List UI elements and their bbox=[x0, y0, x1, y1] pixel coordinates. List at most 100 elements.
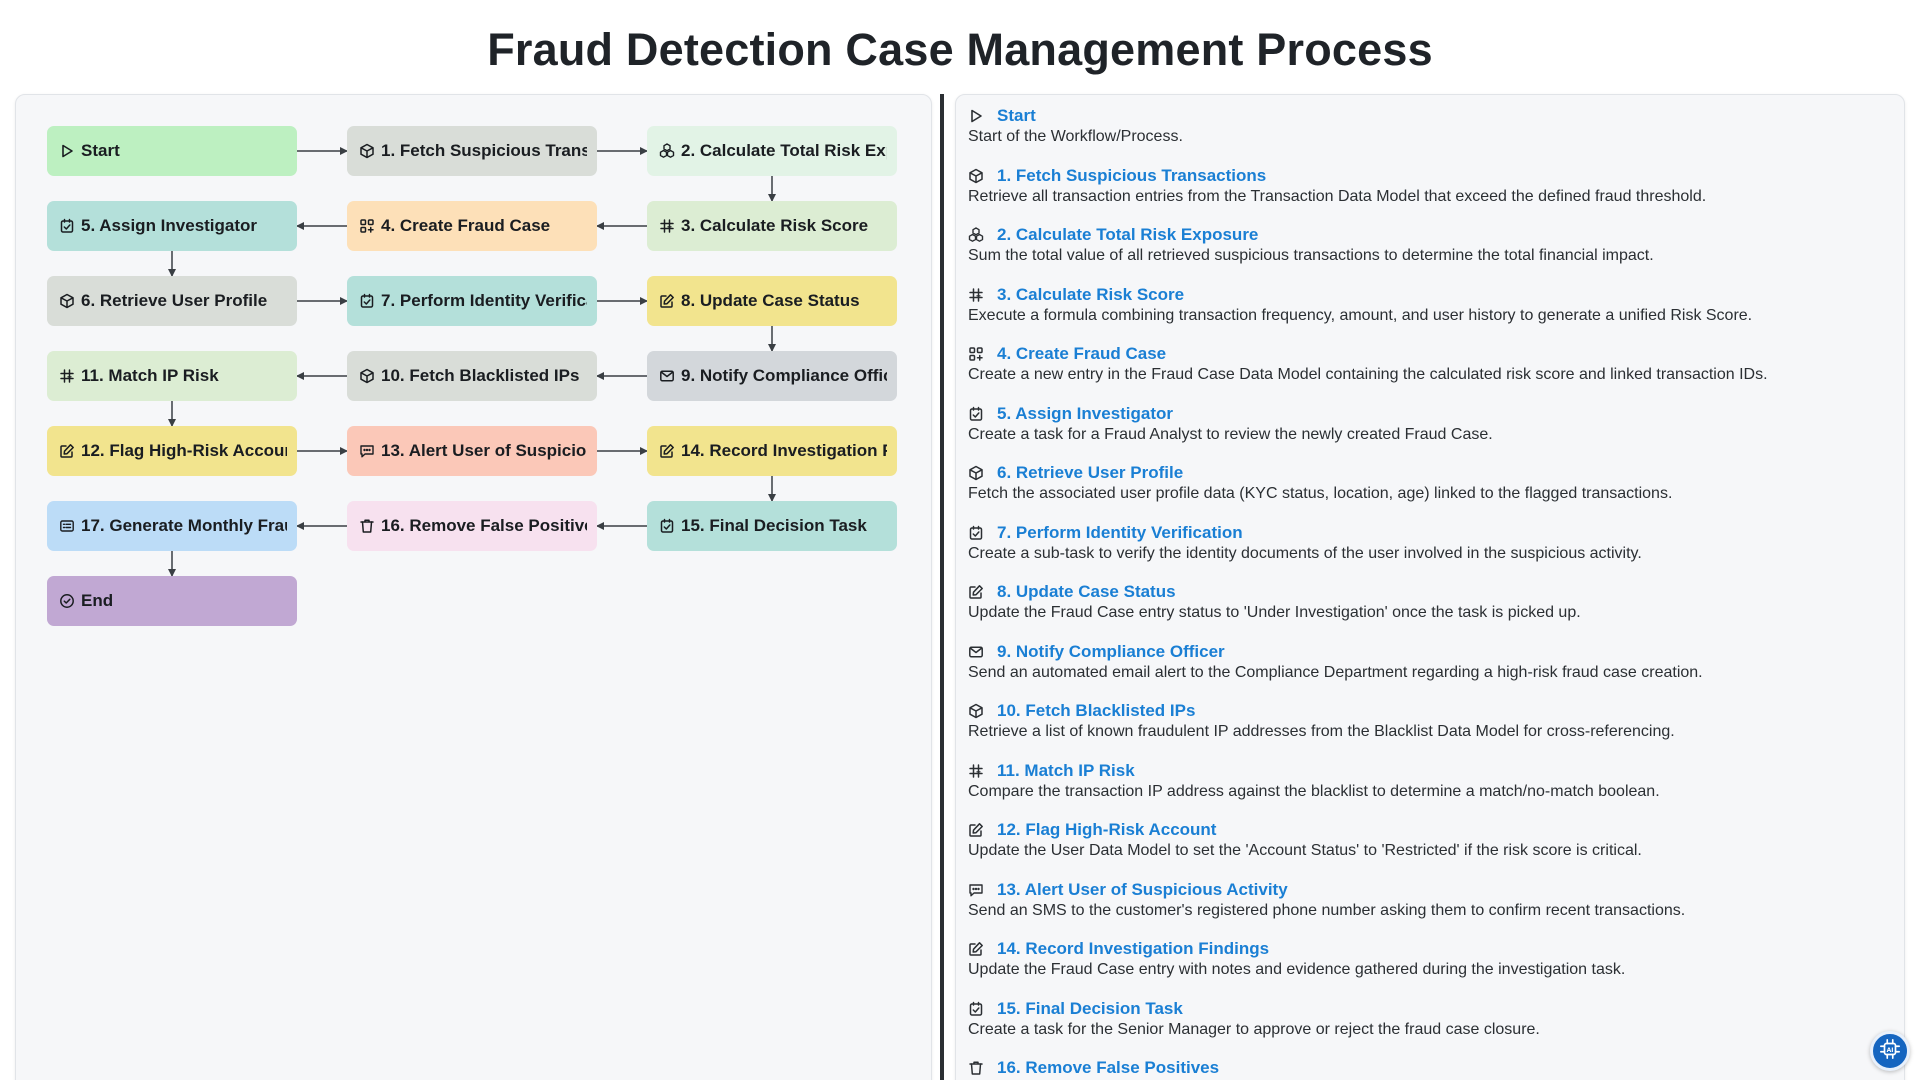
cube-icon bbox=[968, 168, 984, 184]
node-label: 11. Match IP Risk bbox=[81, 366, 219, 385]
step-title-link[interactable]: 7. Perform Identity Verification bbox=[997, 522, 1243, 542]
hash-icon bbox=[59, 368, 75, 384]
node-n4[interactable]: 4. Create Fraud Case bbox=[347, 201, 597, 251]
step-description: Send an SMS to the customer's registered… bbox=[968, 901, 1686, 919]
step-title-link[interactable]: 9. Notify Compliance Officer bbox=[997, 641, 1225, 661]
play-icon bbox=[59, 143, 75, 159]
node-n17[interactable]: 17. Generate Monthly Fraud Report bbox=[47, 501, 297, 551]
step-title-link[interactable]: 4. Create Fraud Case bbox=[997, 344, 1167, 363]
step-title-link[interactable]: 8. Update Case Status bbox=[997, 582, 1176, 601]
node-end[interactable]: End bbox=[47, 576, 297, 626]
step-title-link[interactable]: 12. Flag High-Risk Account bbox=[997, 820, 1217, 839]
step-title-link[interactable]: 16. Remove False Positives bbox=[997, 1058, 1220, 1077]
hash-icon bbox=[968, 287, 984, 303]
step-header: 7. Perform Identity Verification bbox=[968, 522, 1888, 544]
mail-icon bbox=[968, 644, 984, 660]
cubes-icon bbox=[968, 227, 984, 243]
node-label: 14. Record Investigation Findings bbox=[681, 441, 887, 460]
node-label: 6. Retrieve User Profile bbox=[81, 291, 268, 310]
node-label: 7. Perform Identity Verification bbox=[381, 291, 587, 310]
node-n16[interactable]: 16. Remove False Positives bbox=[347, 501, 597, 551]
node-label: 1. Fetch Suspicious Transactions bbox=[381, 141, 587, 160]
ai-assistant-button[interactable]: AI bbox=[1870, 1031, 1910, 1071]
step-title-link[interactable]: 11. Match IP Risk bbox=[997, 760, 1135, 780]
node-label: 3. Calculate Risk Score bbox=[681, 216, 869, 235]
check-circle-icon bbox=[59, 593, 75, 609]
node-n2[interactable]: 2. Calculate Total Risk Exposure bbox=[647, 126, 897, 176]
step-title-link[interactable]: 14. Record Investigation Findings bbox=[997, 939, 1270, 958]
task-check-icon bbox=[659, 518, 675, 534]
step-header: 11. Match IP Risk bbox=[968, 760, 1888, 782]
page-title: Fraud Detection Case Management Process bbox=[487, 24, 1433, 75]
node-n15[interactable]: 15. Final Decision Task bbox=[647, 501, 897, 551]
step-title-link[interactable]: 2. Calculate Total Risk Exposure bbox=[997, 225, 1259, 244]
node-label: 9. Notify Compliance Officer bbox=[681, 366, 887, 385]
step-description: Update the Fraud Case entry with notes a… bbox=[968, 961, 1626, 978]
step-header: 4. Create Fraud Case bbox=[968, 343, 1888, 365]
node-n5[interactable]: 5. Assign Investigator bbox=[47, 201, 297, 251]
node-n13[interactable]: 13. Alert User of Suspicious Activity bbox=[347, 426, 597, 476]
step-title-link[interactable]: 1. Fetch Suspicious Transactions bbox=[997, 165, 1267, 185]
step-description: Update the Fraud Case entry status to 'U… bbox=[968, 604, 1581, 621]
step-title-link[interactable]: 3. Calculate Risk Score bbox=[997, 284, 1185, 304]
step-title-link[interactable]: 5. Assign Investigator bbox=[997, 403, 1174, 423]
step-item: 16. Remove False Positives bbox=[968, 1057, 1888, 1080]
node-label: Start bbox=[81, 141, 120, 160]
cube-icon bbox=[968, 465, 984, 481]
trash-icon bbox=[968, 1060, 984, 1076]
edit-icon bbox=[59, 443, 75, 459]
step-description: Sum the total value of all retrieved sus… bbox=[968, 247, 1654, 264]
step-header: 9. Notify Compliance Officer bbox=[968, 641, 1888, 663]
task-check-icon bbox=[359, 293, 375, 309]
step-title-link[interactable]: 13. Alert User of Suspicious Activity bbox=[997, 879, 1288, 899]
step-title-link[interactable]: 6. Retrieve User Profile bbox=[997, 463, 1184, 482]
step-description: Retrieve a list of known fraudulent IP a… bbox=[968, 723, 1675, 740]
step-description: Create a task for a Fraud Analyst to rev… bbox=[968, 425, 1493, 443]
node-n1[interactable]: 1. Fetch Suspicious Transactions bbox=[347, 126, 597, 176]
step-title-link[interactable]: Start bbox=[997, 106, 1036, 125]
task-check-icon bbox=[968, 406, 984, 422]
step-header: 3. Calculate Risk Score bbox=[968, 284, 1888, 306]
step-description: Create a sub-task to verify the identity… bbox=[968, 544, 1642, 562]
node-label: 16. Remove False Positives bbox=[381, 516, 587, 535]
node-n8[interactable]: 8. Update Case Status bbox=[647, 276, 897, 326]
node-n11[interactable]: 11. Match IP Risk bbox=[47, 351, 297, 401]
node-n10[interactable]: 10. Fetch Blacklisted IPs bbox=[347, 351, 597, 401]
node-n12[interactable]: 12. Flag High-Risk Account bbox=[47, 426, 297, 476]
node-n7[interactable]: 7. Perform Identity Verification bbox=[347, 276, 597, 326]
step-description: Create a new entry in the Fraud Case Dat… bbox=[968, 366, 1768, 383]
node-n6[interactable]: 6. Retrieve User Profile bbox=[47, 276, 297, 326]
cube-icon bbox=[968, 703, 984, 719]
play-icon bbox=[968, 108, 984, 124]
edit-icon bbox=[968, 584, 984, 600]
node-start[interactable]: Start bbox=[47, 126, 297, 176]
step-header: 5. Assign Investigator bbox=[968, 403, 1888, 425]
node-n9[interactable]: 9. Notify Compliance Officer bbox=[647, 351, 897, 401]
step-title-link[interactable]: 10. Fetch Blacklisted IPs bbox=[997, 701, 1196, 720]
node-n3[interactable]: 3. Calculate Risk Score bbox=[647, 201, 897, 251]
step-description: Start of the Workflow/Process. bbox=[968, 128, 1183, 145]
panel-divider[interactable] bbox=[940, 94, 944, 1080]
sms-icon bbox=[359, 443, 375, 459]
step-header: 12. Flag High-Risk Account bbox=[968, 819, 1888, 841]
hash-icon bbox=[968, 763, 984, 779]
node-n14[interactable]: 14. Record Investigation Findings bbox=[647, 426, 897, 476]
node-label: 2. Calculate Total Risk Exposure bbox=[681, 141, 887, 160]
step-title-link[interactable]: 15. Final Decision Task bbox=[997, 998, 1183, 1018]
edit-icon bbox=[968, 822, 984, 838]
step-description: Create a task for the Senior Manager to … bbox=[968, 1020, 1540, 1038]
step-description: Fetch the associated user profile data (… bbox=[968, 485, 1673, 502]
step-header: Start bbox=[968, 105, 1888, 127]
node-label: 4. Create Fraud Case bbox=[381, 216, 551, 235]
cubes-icon bbox=[659, 143, 675, 159]
node-label: 17. Generate Monthly Fraud Report bbox=[81, 516, 287, 535]
